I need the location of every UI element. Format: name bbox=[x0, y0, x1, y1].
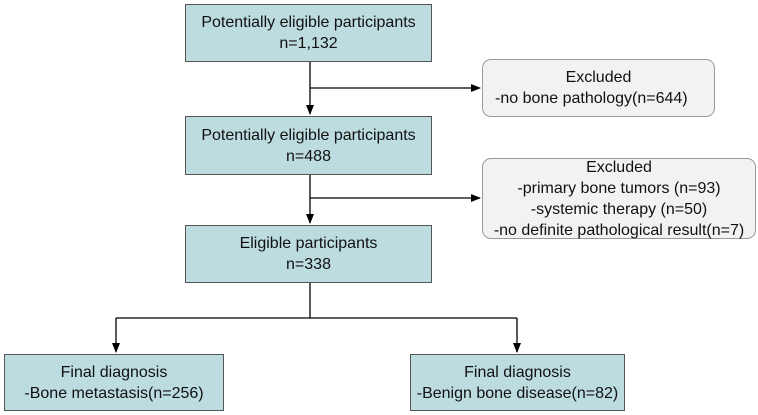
step2-title: Potentially eligible participants bbox=[201, 126, 416, 144]
step2-count: n=488 bbox=[286, 147, 331, 165]
final-right-detail: -Benign bone disease(n=82) bbox=[416, 384, 619, 402]
step3-title: Eligible participants bbox=[239, 235, 378, 252]
final-left-title: Final diagnosis bbox=[60, 363, 168, 381]
final-right-box: Final diagnosis -Benign bone disease(n=8… bbox=[410, 354, 625, 411]
final-left-box: Final diagnosis -Bone metastasis(n=256) bbox=[4, 354, 224, 411]
excluded2-reason-1: -primary bone tumors (n=93) bbox=[517, 179, 721, 197]
step3-box: Eligible participants n=338 bbox=[185, 225, 432, 283]
step1-count: n=1,132 bbox=[279, 35, 338, 52]
excluded2-reason-2: -systemic therapy (n=50) bbox=[530, 200, 708, 218]
final-right-title: Final diagnosis bbox=[464, 363, 571, 381]
excluded1-title: Excluded bbox=[565, 69, 632, 86]
excluded2-reason-3: -no definite pathological result(n=7) bbox=[493, 221, 745, 239]
step1-box: Potentially eligible participants n=1,13… bbox=[185, 4, 432, 62]
step3-count: n=338 bbox=[286, 256, 331, 273]
step1-title: Potentially eligible participants bbox=[201, 14, 416, 31]
excluded2-title: Excluded bbox=[586, 158, 652, 176]
excluded2-box: Excluded -primary bone tumors (n=93) -sy… bbox=[482, 158, 756, 239]
excluded1-box: Excluded -no bone pathology(n=644) bbox=[482, 59, 715, 117]
excluded1-reason-1: -no bone pathology(n=644) bbox=[495, 90, 688, 107]
step2-box: Potentially eligible participants n=488 bbox=[185, 116, 432, 175]
final-left-detail: -Bone metastasis(n=256) bbox=[24, 384, 204, 402]
